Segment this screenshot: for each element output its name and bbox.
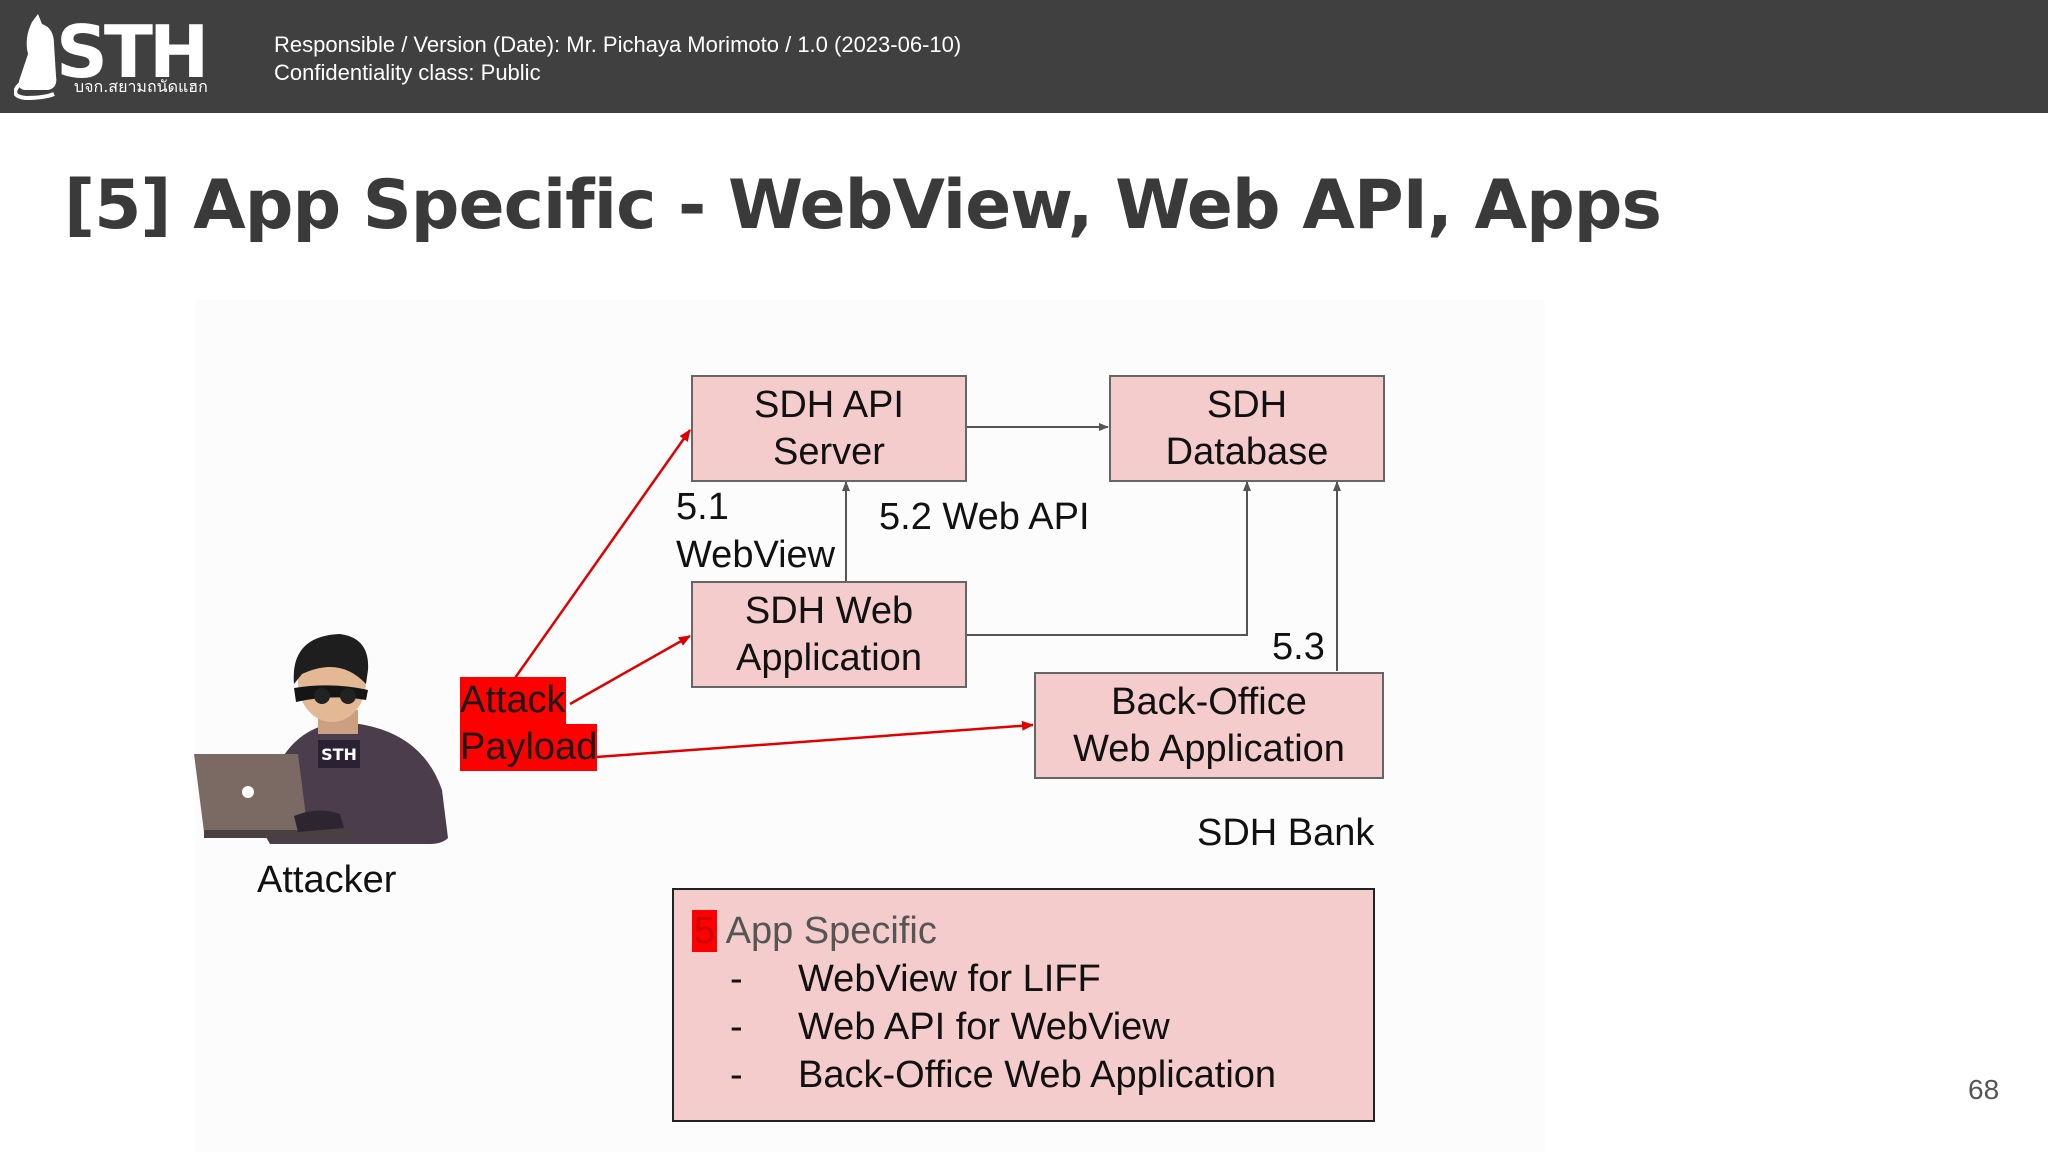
slide-header: STH บจก.สยามถนัดแฮก Responsible / Versio… — [0, 0, 2048, 113]
attack-payload-line1: Attack — [460, 677, 566, 724]
sth-logo: STH บจก.สยามถนัดแฮก — [14, 14, 214, 100]
attack-arrow-to-backoffice — [595, 720, 1034, 759]
arrow-webapp-to-database — [967, 481, 1251, 636]
legend-item: - Web API for WebView — [730, 1004, 1170, 1051]
label-5-3: 5.3 — [1272, 626, 1325, 668]
legend-heading-text: App Specific — [725, 910, 937, 952]
label-5-1-webview: WebView — [676, 534, 836, 576]
document-meta: Responsible / Version (Date): Mr. Pichay… — [274, 31, 961, 87]
node-back-office-web-application: Back-Office Web Application — [1034, 672, 1384, 779]
cat-icon — [14, 14, 57, 100]
logo-wordmark: STH — [56, 10, 209, 94]
node-sdh-database: SDH Database — [1109, 375, 1385, 482]
label-5-1-number: 5.1 — [676, 486, 729, 528]
node-sdh-web-application: SDH Web Application — [691, 581, 967, 688]
legend-heading: 5 App Specific — [692, 908, 937, 955]
attack-arrow-to-webapp — [569, 634, 691, 706]
node-sdh-api-server: SDH API Server — [691, 375, 967, 482]
legend-item: - WebView for LIFF — [730, 956, 1101, 1003]
legend-item-dash: - — [730, 1006, 743, 1048]
confidentiality-line: Confidentiality class: Public — [274, 60, 541, 85]
attacker-illustration: STH — [194, 634, 448, 844]
legend-item-dash: - — [730, 958, 743, 1000]
legend-item-dash: - — [730, 1054, 743, 1096]
legend-item-text: Web API for WebView — [798, 1006, 1170, 1048]
logo-subtext: บจก.สยามถนัดแฮก — [74, 77, 208, 96]
legend-item-text: Back-Office Web Application — [798, 1054, 1277, 1096]
legend-item: - Back-Office Web Application — [730, 1052, 1276, 1099]
label-attacker: Attacker — [257, 859, 397, 901]
slide-title: [5] App Specific - WebView, Web API, App… — [64, 166, 1662, 245]
legend-box: 5 App Specific - WebView for LIFF - Web AP… — [672, 888, 1375, 1122]
label-5-2-web-api: 5.2 Web API — [879, 496, 1090, 538]
attack-payload-line2: Payload — [460, 724, 598, 771]
label-sdh-bank: SDH Bank — [1197, 812, 1375, 854]
page-number: 68 — [1968, 1074, 2000, 1105]
responsible-version-line: Responsible / Version (Date): Mr. Pichay… — [274, 32, 962, 57]
legend-item-text: WebView for LIFF — [798, 958, 1101, 1000]
legend-number-badge: 5 — [692, 910, 718, 952]
attack-arrow-to-api — [513, 429, 692, 679]
laptop-badge-text: STH — [321, 745, 357, 764]
